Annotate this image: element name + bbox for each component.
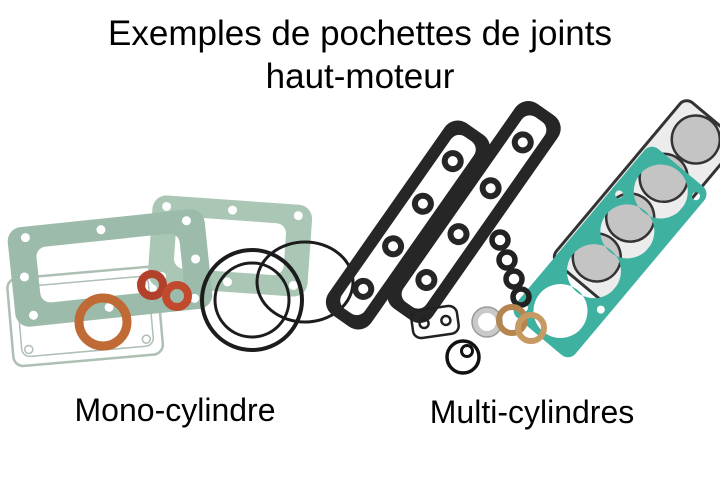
title-line1: Exemples de pochettes de joints bbox=[108, 14, 612, 53]
gray-ring bbox=[472, 307, 502, 337]
orange-exhaust-ring bbox=[74, 293, 132, 351]
valve-seal-stack bbox=[489, 229, 532, 308]
red-grommet-1 bbox=[137, 270, 167, 300]
caption-mono-cylindre: Mono-cylindre bbox=[74, 392, 276, 428]
copper-ring-1 bbox=[496, 304, 528, 336]
page-title: Exemples de pochettes de joints haut-mot… bbox=[0, 12, 720, 98]
teal-head-gasket bbox=[513, 146, 707, 358]
black-oring-inner bbox=[213, 261, 291, 339]
round-gasket-with-hole bbox=[445, 339, 481, 375]
multi-cylinder-kit-image bbox=[325, 99, 720, 375]
black-oring-ellipse bbox=[255, 240, 355, 324]
title-line2: haut-moteur bbox=[265, 57, 455, 96]
caption-multi-cylindres: Multi-cylindres bbox=[429, 394, 635, 430]
small-rect-gasket bbox=[410, 304, 460, 340]
green-head-gasket-front bbox=[7, 209, 213, 327]
red-grommet-2 bbox=[162, 281, 192, 311]
copper-ring-2 bbox=[515, 312, 547, 344]
black-oring-large bbox=[200, 248, 304, 352]
black-cover-gasket-1 bbox=[325, 120, 491, 330]
mono-cylinder-kit-image bbox=[6, 195, 355, 368]
